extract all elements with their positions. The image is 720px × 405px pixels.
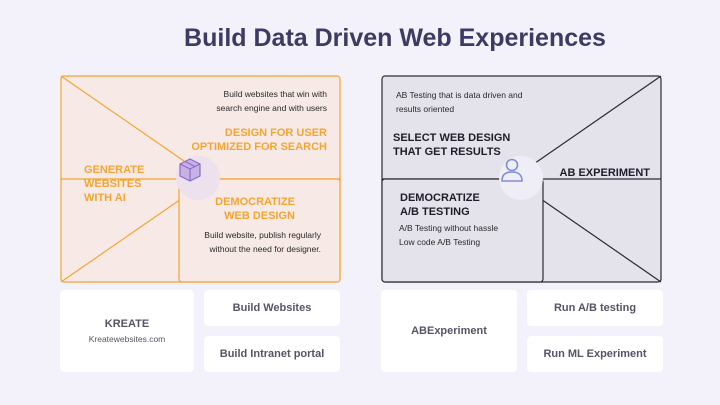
select-web-design-heading: SELECT WEB DESIGN THAT GET RESULTS [393, 132, 511, 158]
user-icon [499, 156, 543, 200]
run-ab-testing-card: Run A/B testing [527, 290, 663, 326]
design-for-user-heading: DESIGN FOR USER OPTIMIZED FOR SEARCH [191, 127, 327, 153]
abexperiment-diagram: AB Testing that is data driven and resul… [381, 75, 662, 283]
kreate-bottom-description: Build website, publish regularly without… [204, 230, 321, 254]
ab-top-description: AB Testing that is data driven and resul… [396, 90, 523, 114]
kreate-top-description: Build websites that win with search engi… [216, 89, 327, 113]
kreate-card-title: KREATE [104, 318, 150, 330]
ab-bottom-description: A/B Testing without hassle Low code A/B … [399, 223, 499, 247]
democratize-ab-testing-heading: DEMOCRATIZE A/B TESTING [400, 192, 480, 218]
kreate-card-url: Kreatewebsites.com [88, 334, 166, 344]
page-title: Build Data Driven Web Experiences [184, 24, 606, 52]
build-intranet-card: Build Intranet portal [204, 336, 340, 372]
kreate-card: KREATE Kreatewebsites.com [60, 290, 194, 372]
kreate-diagram: Build websites that win with search engi… [60, 75, 341, 283]
build-websites-card: Build Websites [204, 290, 340, 326]
ab-experiment-heading: AB EXPERIMENT [559, 167, 650, 179]
run-ml-experiment-card: Run ML Experiment [527, 336, 663, 372]
box-3d-icon [176, 156, 220, 200]
democratize-web-design-heading: DEMOCRATIZE WEB DESIGN [215, 196, 295, 222]
abexperiment-card: ABExperiment [381, 290, 517, 372]
generate-websites-heading: GENERATE WEBSITES WITH AI [84, 164, 145, 204]
